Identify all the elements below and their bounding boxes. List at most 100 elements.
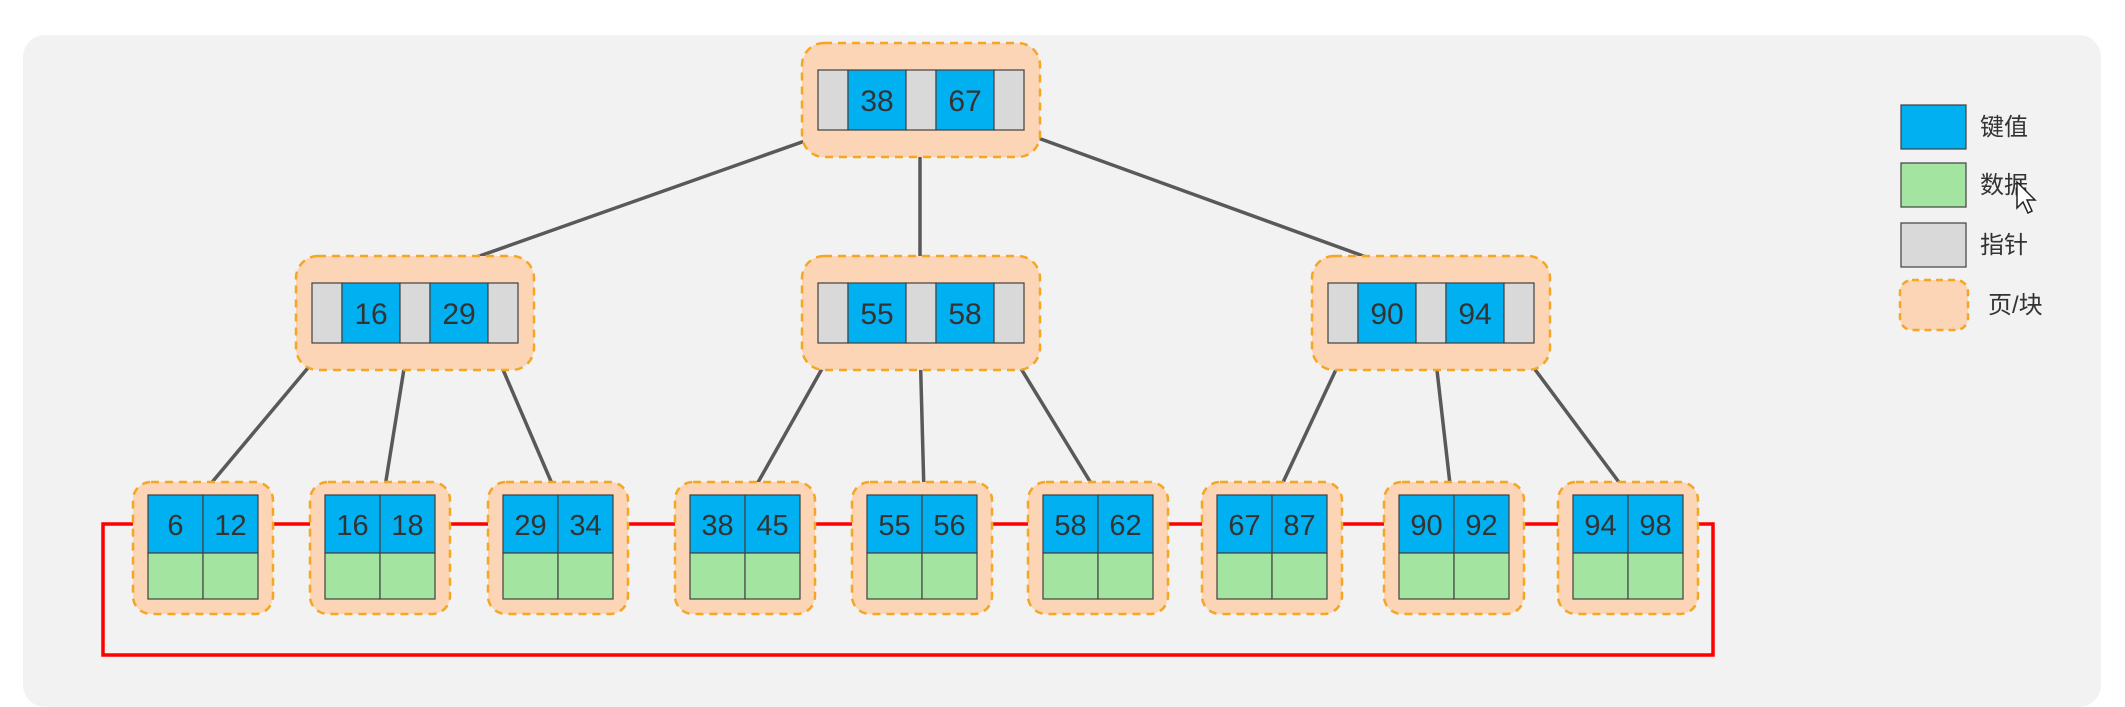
key-cell bbox=[921, 494, 978, 554]
key-cell bbox=[866, 494, 923, 554]
key-label: 38 bbox=[701, 510, 733, 542]
key-label: 94 bbox=[1584, 510, 1616, 542]
key-cell bbox=[744, 494, 801, 554]
mouse-pointer-icon bbox=[2016, 180, 2037, 215]
pointer-cell bbox=[817, 69, 849, 131]
key-label: 87 bbox=[1283, 510, 1315, 542]
key-label: 34 bbox=[569, 510, 601, 542]
key-label: 92 bbox=[1465, 510, 1497, 542]
data-cell bbox=[1398, 552, 1455, 600]
key-cell bbox=[1445, 282, 1505, 344]
key-label: 90 bbox=[1410, 510, 1442, 542]
key-cell bbox=[324, 494, 381, 554]
data-cell bbox=[1453, 552, 1510, 600]
cursor-layer bbox=[2016, 180, 2037, 215]
data-cell bbox=[379, 552, 436, 600]
data-cell bbox=[1097, 552, 1154, 600]
key-cell bbox=[847, 69, 907, 131]
key-cell bbox=[341, 282, 401, 344]
legend-label: 页/块 bbox=[1988, 292, 2043, 319]
data-cell bbox=[324, 552, 381, 600]
data-cell bbox=[557, 552, 614, 600]
data-cell bbox=[744, 552, 801, 600]
key-label: 29 bbox=[442, 298, 475, 331]
pointer-cell bbox=[905, 69, 937, 131]
pointer-cell bbox=[993, 69, 1025, 131]
key-label: 67 bbox=[948, 85, 981, 118]
key-cell bbox=[557, 494, 614, 554]
legend-item: 页/块 bbox=[1898, 278, 2043, 332]
key-cell bbox=[429, 282, 489, 344]
data-cell bbox=[1271, 552, 1328, 600]
pointer-cell bbox=[993, 282, 1025, 344]
legend-item: 指针 bbox=[1900, 222, 2028, 268]
legend-item: 键值 bbox=[1900, 104, 2028, 150]
key-cell bbox=[502, 494, 559, 554]
key-cell bbox=[1398, 494, 1455, 554]
pointer-cell bbox=[817, 282, 849, 344]
key-label: 62 bbox=[1109, 510, 1141, 542]
data-cell bbox=[147, 552, 204, 600]
legend-pointer-swatch bbox=[1900, 222, 1967, 268]
data-cell bbox=[502, 552, 559, 600]
data-cell bbox=[1042, 552, 1099, 600]
key-label: 16 bbox=[336, 510, 368, 542]
pointer-cell bbox=[311, 282, 343, 344]
data-cell bbox=[866, 552, 923, 600]
legend-data-swatch bbox=[1900, 162, 1967, 208]
key-label: 56 bbox=[933, 510, 965, 542]
key-cell bbox=[147, 494, 204, 554]
data-cell bbox=[1572, 552, 1629, 600]
key-cell bbox=[1097, 494, 1154, 554]
key-cell bbox=[689, 494, 746, 554]
pointer-cell bbox=[905, 282, 937, 344]
key-label: 6 bbox=[167, 510, 183, 542]
key-label: 90 bbox=[1370, 298, 1403, 331]
data-cell bbox=[202, 552, 259, 600]
key-label: 16 bbox=[354, 298, 387, 331]
legend-page-swatch bbox=[1898, 278, 1970, 332]
leaf-node: 58 62 bbox=[1026, 480, 1170, 616]
root-node: 38 67 bbox=[800, 41, 1042, 159]
key-cell bbox=[202, 494, 259, 554]
key-label: 58 bbox=[948, 298, 981, 331]
key-cell bbox=[1453, 494, 1510, 554]
data-cell bbox=[1216, 552, 1273, 600]
data-cell bbox=[921, 552, 978, 600]
leaf-node: 55 56 bbox=[850, 480, 994, 616]
legend-item: 数据 bbox=[1900, 162, 2028, 208]
key-cell bbox=[379, 494, 436, 554]
key-label: 55 bbox=[860, 298, 893, 331]
pointer-cell bbox=[1415, 282, 1447, 344]
key-label: 67 bbox=[1228, 510, 1260, 542]
legend-key-swatch bbox=[1900, 104, 1967, 150]
internal-node-3: 90 94 bbox=[1310, 254, 1552, 372]
key-label: 55 bbox=[878, 510, 910, 542]
key-label: 94 bbox=[1458, 298, 1491, 331]
child-pointer-arrow bbox=[201, 342, 330, 495]
legend-label: 键值 bbox=[1980, 114, 2028, 141]
leaf-wraparound-link bbox=[101, 519, 1715, 657]
key-label: 45 bbox=[756, 510, 788, 542]
key-label: 38 bbox=[860, 85, 893, 118]
key-label: 29 bbox=[514, 510, 546, 542]
leaf-node: 90 92 bbox=[1382, 480, 1526, 616]
pointer-cell bbox=[1503, 282, 1535, 344]
key-label: 18 bbox=[391, 510, 423, 542]
leaf-node: 29 34 bbox=[486, 480, 630, 616]
key-cell bbox=[935, 282, 995, 344]
key-cell bbox=[1042, 494, 1099, 554]
leaf-node: 67 87 bbox=[1200, 480, 1344, 616]
key-label: 58 bbox=[1054, 510, 1086, 542]
pointer-cell bbox=[399, 282, 431, 344]
data-cell bbox=[1627, 552, 1684, 600]
internal-node-2: 55 58 bbox=[800, 254, 1042, 372]
pointer-cell bbox=[487, 282, 519, 344]
legend-label: 指针 bbox=[1980, 232, 2028, 259]
